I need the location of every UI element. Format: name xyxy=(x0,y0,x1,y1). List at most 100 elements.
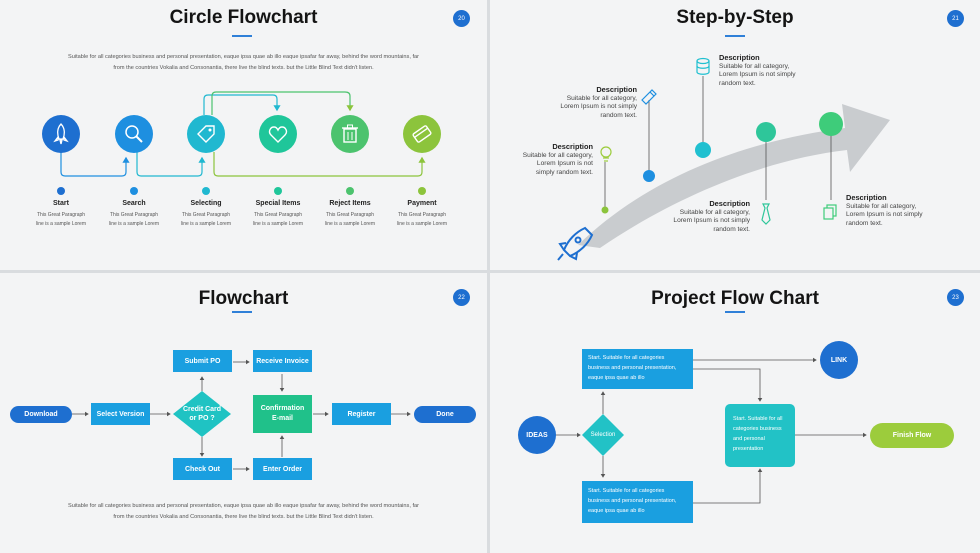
box-text: and personal xyxy=(733,436,765,442)
footer-paragraph: Suitable for all categories business and… xyxy=(20,501,467,523)
growth-arrow xyxy=(557,57,890,261)
slide-title: Flowchart xyxy=(198,288,289,309)
description-text: random text. xyxy=(846,219,883,227)
step-start: Start This Great Paragraph line is a sam… xyxy=(26,200,96,229)
step-dot xyxy=(57,187,65,195)
search-icon xyxy=(125,125,143,143)
box-text: business and personal presentation, xyxy=(588,365,677,371)
step-text: line is a sample Lorem xyxy=(252,221,304,227)
register-box[interactable]: Register xyxy=(332,403,391,425)
submit-po-box[interactable]: Submit PO xyxy=(173,350,232,372)
step-text: This Great Paragraph xyxy=(325,212,375,218)
description-heading: Description xyxy=(846,193,887,202)
step-selecting: Selecting This Great Paragraph line is a… xyxy=(171,200,241,229)
step-dot xyxy=(346,187,354,195)
documents-icon xyxy=(823,204,837,220)
tag-icon xyxy=(197,125,215,143)
step-text: This Great Paragraph xyxy=(181,212,231,218)
step-text: line is a sample Lorem xyxy=(108,221,160,227)
ideas-circle[interactable]: IDEAS xyxy=(518,416,556,454)
description-text: Lorem Ipsum is not simply xyxy=(719,71,796,78)
page-number-badge: 20 xyxy=(453,10,470,27)
step-search: Search This Great Paragraph line is a sa… xyxy=(99,200,169,229)
done-terminal[interactable]: Done xyxy=(414,406,476,423)
step-reject-items: Reject Items This Great Paragraph line i… xyxy=(315,200,385,229)
rocket-icon xyxy=(53,123,69,145)
page-number-badge: 23 xyxy=(947,289,964,306)
receive-invoice-box[interactable]: Receive Invoice xyxy=(253,350,312,372)
description-text: Lorem Ipsum is not simply xyxy=(560,103,637,110)
slide-title: Step-by-Step xyxy=(676,7,794,28)
description-text: random text. xyxy=(713,225,750,233)
title-underline xyxy=(725,35,745,37)
description-text: simply random text. xyxy=(535,168,593,176)
intro-paragraph: Suitable for all categories business and… xyxy=(20,52,467,74)
finish-flow-terminal[interactable]: Finish Flow xyxy=(870,423,954,448)
step-text: line is a sample Lorem xyxy=(180,221,232,227)
slide-step-by-step: Step-by-Step 21 xyxy=(490,0,980,270)
box-text: Start. Suitable for all categories xyxy=(588,488,665,494)
confirmation-email-box[interactable]: Confirmation E-mail xyxy=(253,395,312,433)
page-number-badge: 22 xyxy=(453,289,470,306)
title-underline xyxy=(725,311,745,313)
step-dot xyxy=(418,187,426,195)
slide-title: Circle Flowchart xyxy=(169,7,318,28)
step-text: This Great Paragraph xyxy=(397,212,447,218)
slide-flowchart: Flowchart 22 Download Select Version Cre… xyxy=(0,273,487,553)
step-payment: Payment This Great Paragraph line is a s… xyxy=(387,200,457,229)
start-box-middle[interactable]: Start. Suitable for all categories busin… xyxy=(725,404,795,467)
box-text: presentation xyxy=(733,446,764,452)
select-version-box[interactable]: Select Version xyxy=(91,403,150,425)
step-text: line is a sample Lorem xyxy=(396,221,448,227)
credit-card-decision[interactable]: Credit Card or PO ? xyxy=(173,403,231,425)
tie-icon xyxy=(761,203,771,225)
slide-circle-flowchart: Circle Flowchart 20 Suitable for all cat… xyxy=(0,0,487,270)
database-icon xyxy=(696,57,710,75)
circle-special-items[interactable] xyxy=(259,115,297,153)
description-2: Description Suitable for all category, L… xyxy=(545,85,637,120)
intro-line-2: from the countries Vokalia and Consonant… xyxy=(113,65,374,71)
step-dot xyxy=(274,187,282,195)
step-label: Reject Items xyxy=(329,200,371,207)
circle-start[interactable] xyxy=(42,115,80,153)
start-box-bottom[interactable]: Start. Suitable for all categories busin… xyxy=(582,481,693,523)
check-out-box[interactable]: Check Out xyxy=(173,458,232,480)
download-terminal[interactable]: Download xyxy=(10,406,72,423)
description-3: Description Suitable for all category, L… xyxy=(719,53,819,88)
description-heading: Description xyxy=(596,85,637,94)
decision-text: Credit Card xyxy=(182,406,222,413)
title-underline xyxy=(232,311,252,313)
step-label: Start xyxy=(53,200,69,207)
decision-text: or PO ? xyxy=(189,415,215,422)
start-box-top[interactable]: Start. Suitable for all categories busin… xyxy=(582,349,693,389)
description-text: Suitable for all category, xyxy=(522,151,593,159)
step-text: line is a sample Lorem xyxy=(324,221,376,227)
step-label: Payment xyxy=(407,200,437,207)
description-5: Description Suitable for all category, L… xyxy=(846,193,946,228)
circle-search[interactable] xyxy=(115,115,153,153)
box-text: eaque ipsa quae ab illo xyxy=(588,508,645,514)
description-text: random text. xyxy=(719,79,756,87)
description-text: Lorem Ipsum is not xyxy=(536,160,593,167)
description-text: Suitable for all category, xyxy=(679,208,750,216)
link-circle[interactable]: LINK xyxy=(820,341,858,379)
step-dot xyxy=(130,187,138,195)
selection-label[interactable]: Selection xyxy=(590,432,616,438)
description-heading: Description xyxy=(709,199,750,208)
flow-connectors xyxy=(72,359,411,472)
box-text: categories business xyxy=(733,426,782,432)
circle-payment[interactable] xyxy=(403,115,441,153)
description-4: Description Suitable for all category, L… xyxy=(650,199,750,234)
circle-reject-items[interactable] xyxy=(331,115,369,153)
description-text: Suitable for all category, xyxy=(846,202,917,210)
box-text: eaque ipsa quae ab illo xyxy=(588,375,645,381)
step-label: Search xyxy=(122,200,146,207)
description-text: random text. xyxy=(600,111,637,119)
enter-order-box[interactable]: Enter Order xyxy=(253,458,312,480)
trash-icon xyxy=(342,124,358,143)
decision-diamond xyxy=(173,391,231,437)
step-text: This Great Paragraph xyxy=(36,212,86,218)
circle-selecting[interactable] xyxy=(187,115,225,153)
box-text: Confirmation xyxy=(260,405,305,412)
description-text: Lorem Ipsum is not simply xyxy=(846,211,923,218)
